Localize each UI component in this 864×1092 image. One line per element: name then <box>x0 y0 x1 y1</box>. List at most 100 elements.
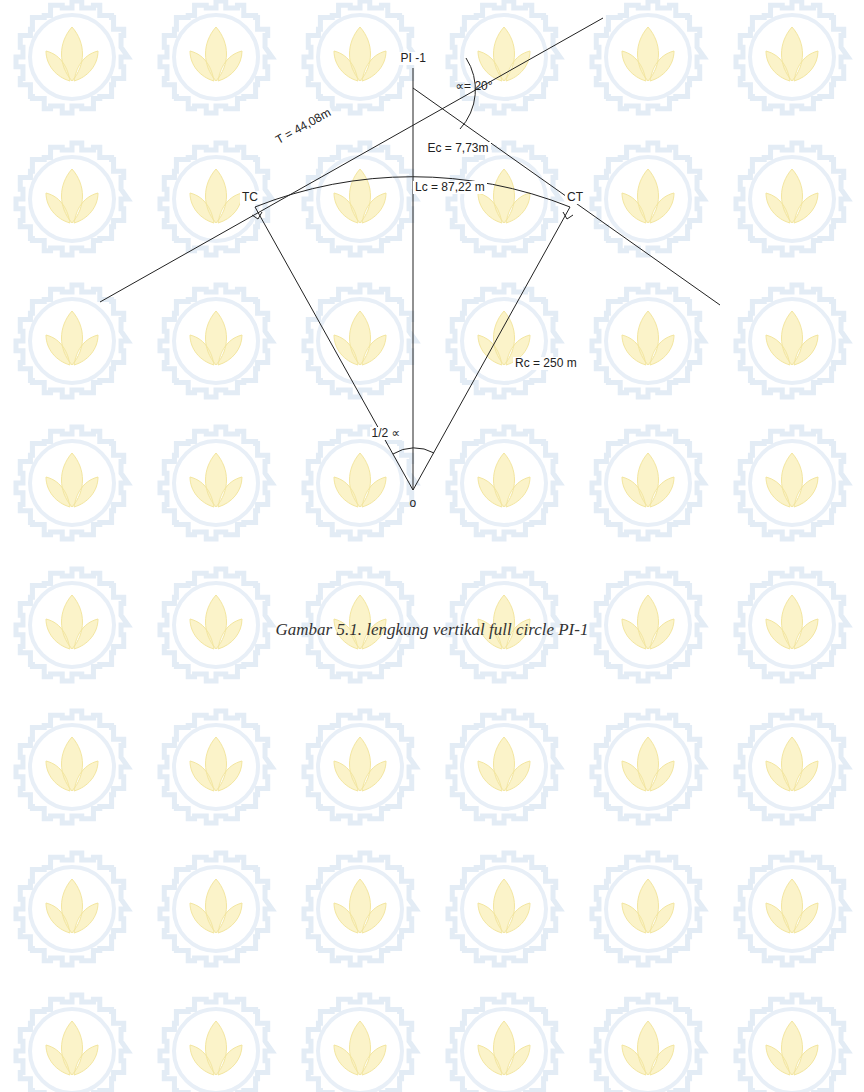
lotus-mark <box>622 1021 674 1075</box>
gear-ring <box>30 157 114 241</box>
watermark-logo <box>160 1 272 113</box>
watermark-logo <box>736 853 848 965</box>
bisector-line <box>413 68 414 490</box>
lotus-mark <box>190 27 242 81</box>
gear-ring <box>606 725 690 809</box>
gear-ring <box>606 15 690 99</box>
gear-ring <box>606 867 690 951</box>
gear-ring <box>606 299 690 383</box>
gear-ring <box>30 299 114 383</box>
gear-ring <box>174 1009 258 1092</box>
lotus-mark <box>622 453 674 507</box>
watermark-logo <box>160 711 272 823</box>
right-angle-mark <box>563 212 573 219</box>
gear-outline <box>736 143 848 255</box>
gear-ring <box>30 441 114 525</box>
gear-outline <box>448 285 560 397</box>
lotus-mark <box>478 737 530 791</box>
lotus-mark <box>478 879 530 933</box>
gear-ring <box>750 725 834 809</box>
gear-ring <box>606 1009 690 1092</box>
gear-ring <box>174 583 258 667</box>
lotus-mark <box>478 27 530 81</box>
gear-ring <box>30 867 114 951</box>
gear-outline <box>160 427 272 539</box>
lotus-mark <box>766 311 818 365</box>
watermark-logo <box>304 285 416 397</box>
right-angle-mark <box>252 212 262 219</box>
gear-outline <box>16 1 128 113</box>
watermark-logo <box>736 285 848 397</box>
lotus-mark <box>46 311 98 365</box>
watermark-logo <box>736 143 848 255</box>
gear-outline <box>448 853 560 965</box>
watermark-logo <box>304 711 416 823</box>
gear-ring <box>462 1009 546 1092</box>
watermark-logo <box>16 427 128 539</box>
lotus-mark <box>334 311 386 365</box>
angle-label: ∝= 20° <box>454 80 495 93</box>
watermark-logo <box>16 995 128 1092</box>
gear-ring <box>30 583 114 667</box>
gear-outline <box>592 711 704 823</box>
gear-ring <box>750 583 834 667</box>
gear-ring <box>462 441 546 525</box>
lotus-mark <box>190 595 242 649</box>
lotus-mark <box>334 737 386 791</box>
watermark-logo <box>16 1 128 113</box>
gear-outline <box>592 995 704 1092</box>
watermark-logo <box>160 569 272 681</box>
figure-caption: Gambar 5.1. lengkung vertikal full circl… <box>276 620 589 640</box>
gear-outline <box>304 427 416 539</box>
gear-outline <box>304 285 416 397</box>
point-label: CT <box>565 191 585 204</box>
gear-ring <box>462 725 546 809</box>
gear-ring <box>606 157 690 241</box>
lotus-mark <box>622 595 674 649</box>
gear-ring <box>462 157 546 241</box>
lotus-mark <box>766 879 818 933</box>
lotus-mark <box>190 1021 242 1075</box>
lotus-mark <box>766 1021 818 1075</box>
lotus-mark <box>46 879 98 933</box>
lotus-mark <box>190 737 242 791</box>
gear-outline <box>16 427 128 539</box>
gear-outline <box>304 853 416 965</box>
gear-outline <box>160 853 272 965</box>
gear-outline <box>448 711 560 823</box>
watermark-logo <box>736 569 848 681</box>
lotus-mark <box>766 169 818 223</box>
gear-outline <box>736 1 848 113</box>
gear-outline <box>736 569 848 681</box>
watermark-logo <box>736 427 848 539</box>
lotus-mark <box>334 27 386 81</box>
lotus-mark <box>622 879 674 933</box>
gear-outline <box>448 995 560 1092</box>
lotus-mark <box>622 311 674 365</box>
lotus-mark <box>46 169 98 223</box>
dimension-label: Ec = 7,73m <box>426 142 491 155</box>
watermark-logo <box>592 711 704 823</box>
circular-arc <box>255 177 570 207</box>
dimension-label: Rc = 250 m <box>513 357 579 370</box>
gear-ring <box>606 441 690 525</box>
gear-outline <box>448 143 560 255</box>
watermark-logo <box>448 853 560 965</box>
gear-ring <box>30 1009 114 1092</box>
angle-label: 1/2 ∝ <box>370 427 403 440</box>
watermark-logo <box>736 995 848 1092</box>
lotus-mark <box>766 595 818 649</box>
gear-outline <box>736 853 848 965</box>
gear-ring <box>174 299 258 383</box>
gear-outline <box>736 427 848 539</box>
gear-outline <box>736 711 848 823</box>
gear-outline <box>16 711 128 823</box>
gear-ring <box>318 157 402 241</box>
gear-ring <box>174 725 258 809</box>
gear-ring <box>318 441 402 525</box>
gear-ring <box>462 299 546 383</box>
gear-outline <box>592 569 704 681</box>
gear-ring <box>174 441 258 525</box>
watermark-logo <box>16 285 128 397</box>
